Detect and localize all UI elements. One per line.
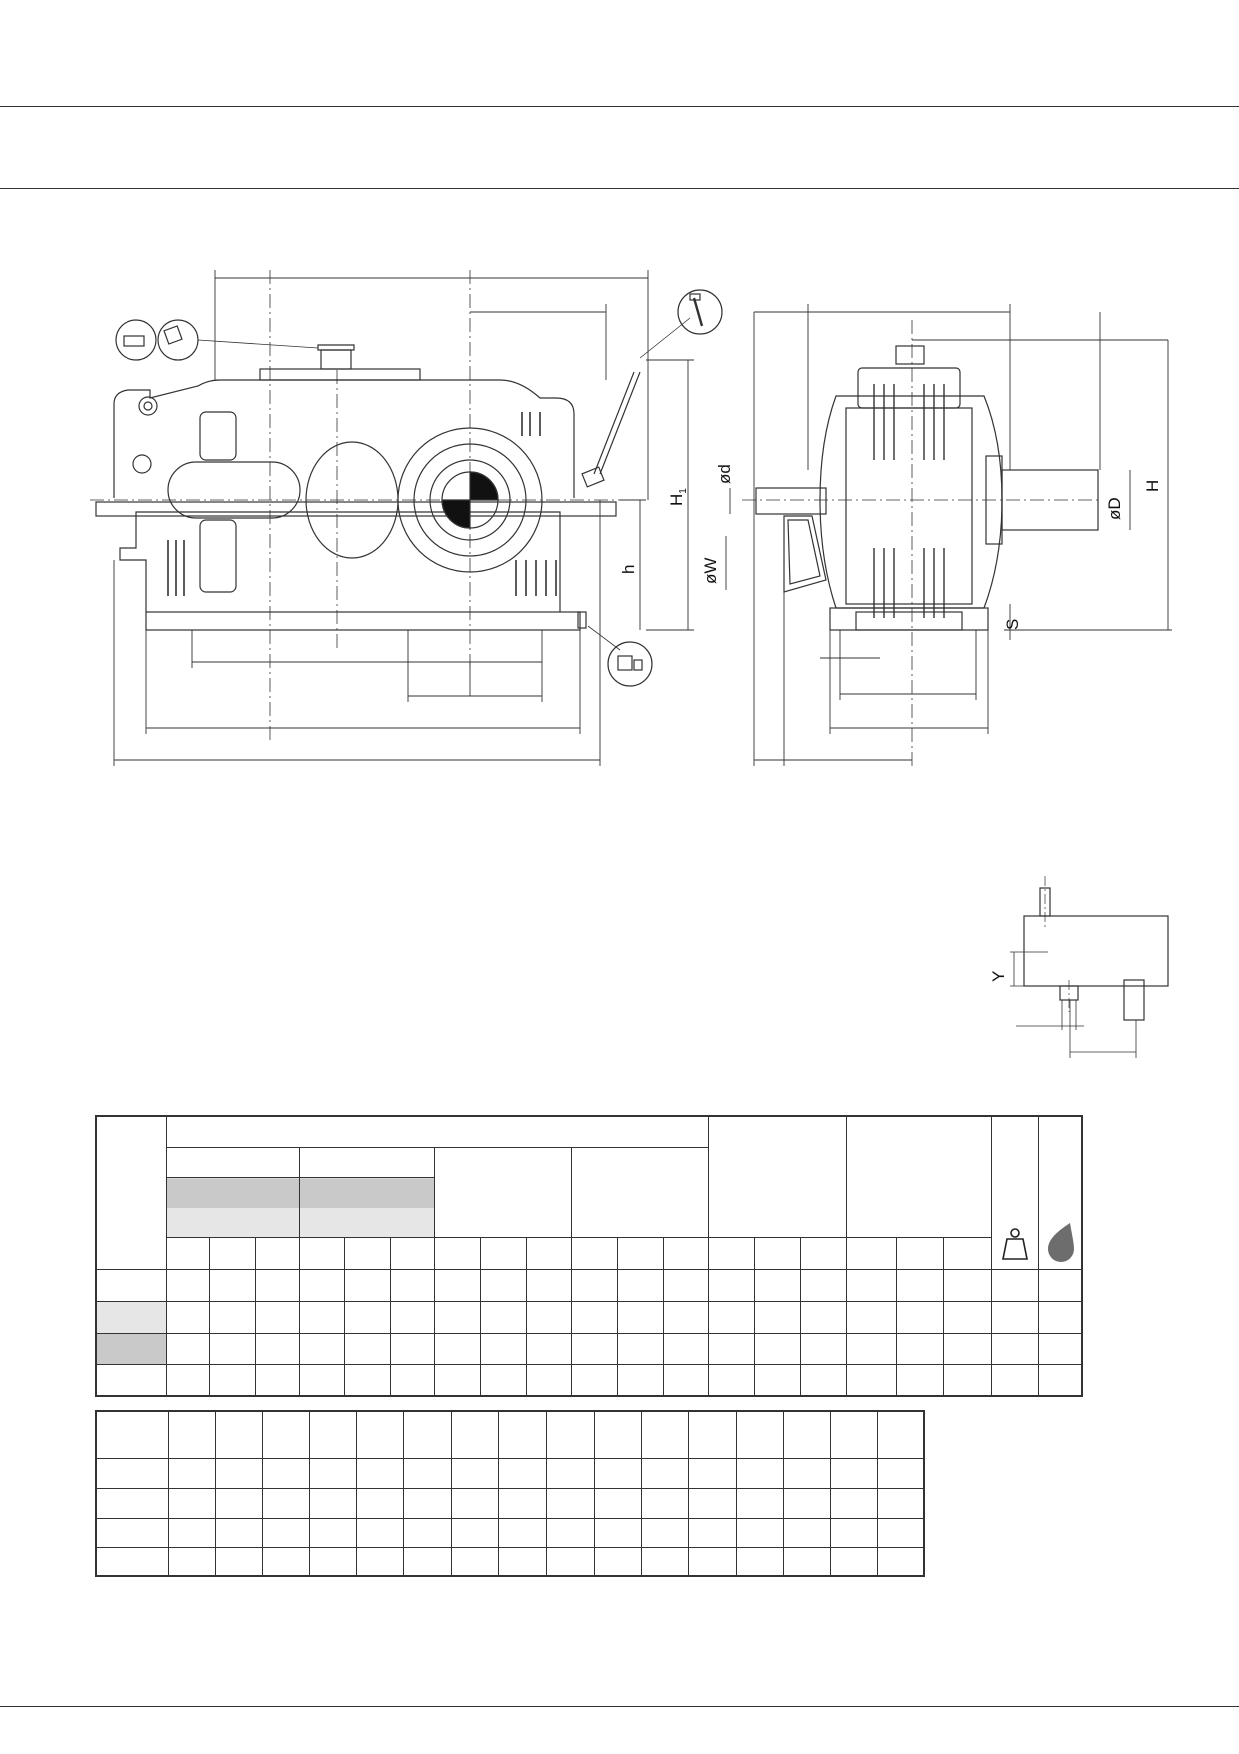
table-group-header <box>166 1115 710 1149</box>
dim-label-D: øD <box>1105 497 1124 520</box>
main-dimension-table <box>95 1115 1083 1397</box>
column-header-cell <box>299 1236 346 1271</box>
shaded-subheader <box>166 1177 301 1238</box>
table-row <box>95 1269 1083 1303</box>
front-view <box>90 270 723 766</box>
secondary-dimension-table <box>95 1410 925 1577</box>
oil-drop-icon <box>1048 1223 1074 1263</box>
table-row <box>95 1457 925 1489</box>
column-header-cell <box>389 1236 436 1271</box>
column-header-cell <box>479 1236 527 1271</box>
column-header-cell <box>943 1236 992 1271</box>
dim-label-Y: Y <box>989 971 1008 982</box>
table-subgroup-header <box>434 1147 573 1238</box>
column-header-cell <box>166 1236 211 1271</box>
column-header-cell <box>571 1236 618 1271</box>
weight-column-header <box>990 1115 1040 1271</box>
column-header-cell <box>800 1236 848 1271</box>
dim-label-S: S <box>1003 619 1022 630</box>
column-header-cell <box>525 1236 573 1271</box>
table-row <box>95 1332 1083 1365</box>
weight-icon <box>1001 1228 1028 1261</box>
table-subgroup-header <box>299 1147 436 1179</box>
row-shade-light <box>95 1301 168 1334</box>
table-row <box>95 1546 925 1577</box>
table-row <box>95 1487 925 1519</box>
oil-fill-symbol-icon <box>115 319 199 361</box>
table-row <box>95 1301 1083 1334</box>
dim-label-W: øW <box>701 558 720 584</box>
table-subgroup-header <box>571 1147 710 1238</box>
table-header-row <box>95 1410 925 1459</box>
shaft-offset-view <box>1010 876 1169 1058</box>
table-row <box>95 1517 925 1548</box>
header-rule-top <box>0 106 1239 107</box>
column-header-cell <box>209 1236 256 1271</box>
oil-column-header <box>1038 1115 1083 1271</box>
oil-drain-plug-icon <box>607 641 653 687</box>
column-header-cell <box>753 1236 802 1271</box>
column-header-cell <box>662 1236 710 1271</box>
dim-label-h: h <box>619 565 638 574</box>
table-subgroup-header <box>166 1147 301 1179</box>
shaded-subheader <box>299 1177 436 1238</box>
column-header-cell <box>254 1236 301 1271</box>
footer-rule <box>0 1706 1239 1707</box>
dim-label-H: H <box>1143 480 1162 492</box>
column-header-cell <box>708 1236 755 1271</box>
column-header-cell <box>344 1236 391 1271</box>
column-header-cell <box>434 1236 481 1271</box>
oil-level-dipstick-icon <box>677 289 723 335</box>
table-group-header <box>708 1115 848 1238</box>
table-group-header <box>846 1115 992 1238</box>
row-shade-dark <box>95 1332 168 1365</box>
header-rule-bottom <box>0 188 1239 189</box>
dim-label-d: ød <box>715 464 734 484</box>
table-corner-cell <box>95 1115 168 1271</box>
table-row <box>95 1363 1083 1397</box>
column-header-cell <box>616 1236 664 1271</box>
column-header-cell <box>846 1236 897 1271</box>
dim-label-H1: H1 <box>667 488 689 506</box>
column-header-cell <box>895 1236 945 1271</box>
side-view <box>725 304 1172 770</box>
